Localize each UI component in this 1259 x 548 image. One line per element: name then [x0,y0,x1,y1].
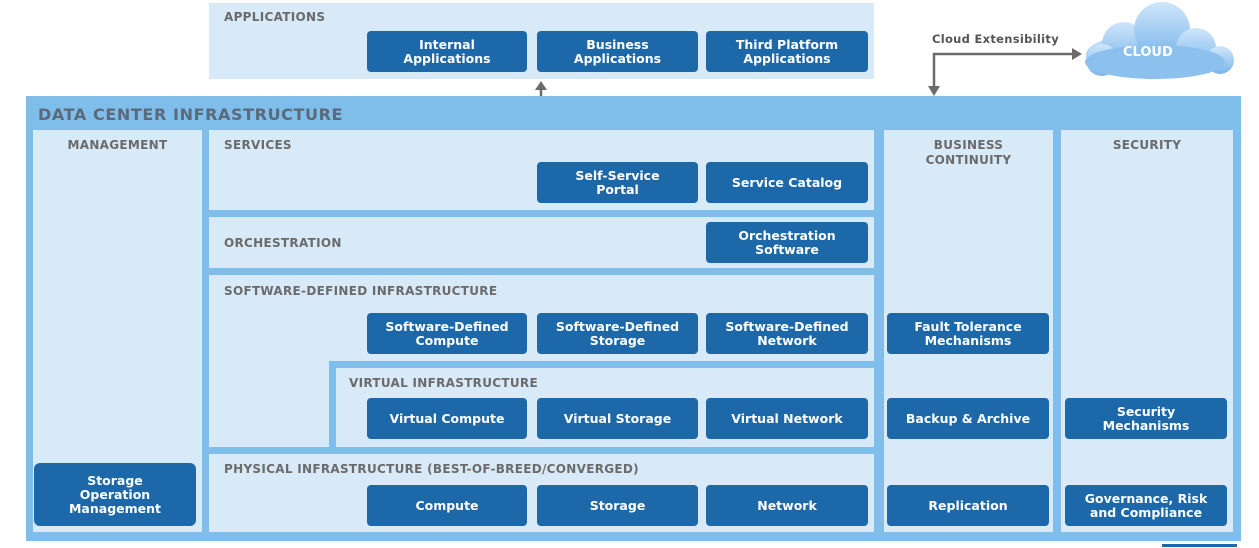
backup-archive-button[interactable]: Backup & Archive [887,398,1049,439]
compute-button[interactable]: Compute [367,485,527,526]
cloud-extensibility-connector [932,52,1074,88]
service-catalog-button[interactable]: Service Catalog [706,162,868,203]
orchestration-title: ORCHESTRATION [224,236,342,250]
storage-button[interactable]: Storage [537,485,698,526]
orchestration-software-button[interactable]: Orchestration Software [706,222,868,263]
security-mechanisms-button[interactable]: Security Mechanisms [1065,398,1227,439]
fault-tolerance-mechanisms-button[interactable]: Fault Tolerance Mechanisms [887,313,1049,354]
software-defined-compute-button[interactable]: Software-Defined Compute [367,313,527,354]
security-panel [1061,130,1233,532]
software-defined-network-button[interactable]: Software-Defined Network [706,313,868,354]
cloud-label[interactable]: CLOUD [1123,45,1173,60]
virtual-network-button[interactable]: Virtual Network [706,398,868,439]
security-title: SECURITY [1112,138,1182,152]
storage-operation-management-button[interactable]: Storage Operation Management [34,463,196,526]
virtual-storage-button[interactable]: Virtual Storage [537,398,698,439]
governance-risk-compliance-button[interactable]: Governance, Risk and Compliance [1065,485,1227,526]
virtual-compute-button[interactable]: Virtual Compute [367,398,527,439]
replication-button[interactable]: Replication [887,485,1049,526]
self-service-portal-button[interactable]: Self-Service Portal [537,162,698,203]
network-button[interactable]: Network [706,485,868,526]
applications-title: APPLICATIONS [224,10,326,24]
third-platform-applications-button[interactable]: Third Platform Applications [706,31,868,72]
cloud-extensibility-label: Cloud Extensibility [932,32,1060,46]
software-defined-storage-button[interactable]: Software-Defined Storage [537,313,698,354]
cloud-arrow-right-head [1072,48,1082,60]
cloud-icon [1085,2,1234,79]
management-title: MANAGEMENT [67,138,168,152]
arrow-up-head [535,81,547,90]
software-defined-infrastructure-panel-lower [209,361,329,447]
data-center-infrastructure-title: DATA CENTER INFRASTRUCTURE [38,105,344,124]
business-continuity-title: BUSINESS CONTINUITY [925,138,1012,167]
services-title: SERVICES [224,138,292,152]
cloud-arrow-down-head [928,86,940,96]
business-applications-button[interactable]: Business Applications [537,31,698,72]
physical-infrastructure-title: PHYSICAL INFRASTRUCTURE (BEST-OF-BREED/C… [224,462,639,476]
virtual-infrastructure-title: VIRTUAL INFRASTRUCTURE [349,376,538,390]
corner-accent-line [1162,544,1237,547]
software-defined-infrastructure-title: SOFTWARE-DEFINED INFRASTRUCTURE [224,284,498,298]
internal-applications-button[interactable]: Internal Applications [367,31,527,72]
